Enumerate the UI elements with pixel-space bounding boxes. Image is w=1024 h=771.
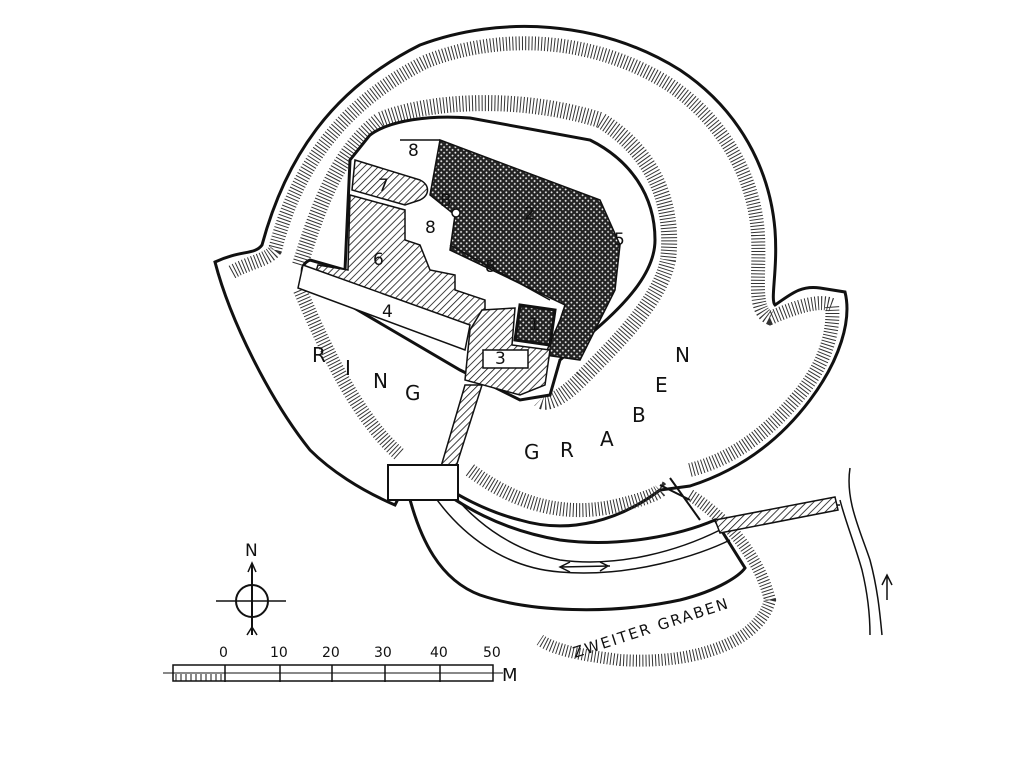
wall-4 xyxy=(297,264,471,352)
creek xyxy=(839,467,883,636)
ring-letter: G xyxy=(405,381,423,405)
compass-icon xyxy=(216,561,286,636)
right-bridge xyxy=(713,496,839,534)
inner-divider xyxy=(400,139,551,301)
scale-unit: M xyxy=(502,665,518,686)
ditch-inner-slope xyxy=(292,95,678,410)
graben-letter: B xyxy=(632,403,648,427)
label-8c: 8 xyxy=(485,257,496,277)
building-3 xyxy=(482,349,529,369)
graben-letter: E xyxy=(655,373,670,397)
label-b: B xyxy=(440,191,452,211)
label-4: 4 xyxy=(382,302,393,322)
ditch-lower-slope xyxy=(293,287,668,518)
ditch-edge xyxy=(659,477,701,521)
creek-arrow xyxy=(881,573,893,600)
scale-bar xyxy=(163,664,503,682)
label-2: 2 xyxy=(524,204,535,224)
scale-tick-10: 10 xyxy=(270,645,288,661)
label-5: 5 xyxy=(614,230,625,250)
well-icon xyxy=(451,208,461,218)
scale-tick-0: 0 xyxy=(219,645,228,661)
gate-tower xyxy=(387,464,459,501)
building-1 xyxy=(513,303,557,347)
ditch-right-slope xyxy=(536,489,777,667)
label-8b: 8 xyxy=(425,218,436,238)
graben-letter: R xyxy=(560,438,576,462)
ring-letter: N xyxy=(373,369,390,393)
graben-letter: N xyxy=(675,343,692,367)
label-8a: 8 xyxy=(408,141,419,161)
graben-letter: G xyxy=(524,440,542,464)
ring-ditch-slope xyxy=(228,36,840,477)
scale-tick-20: 20 xyxy=(322,645,340,661)
label-7: 7 xyxy=(378,176,389,196)
lower-outer-wall xyxy=(406,480,747,612)
building-7 xyxy=(351,159,429,206)
stream-bank xyxy=(429,489,731,574)
scale-tick-30: 30 xyxy=(374,645,392,661)
scale-tick-40: 40 xyxy=(430,645,448,661)
ring-letter: R xyxy=(312,343,328,367)
north-label: N xyxy=(245,541,258,561)
ring-letter: I xyxy=(345,356,353,380)
label-1: 1 xyxy=(529,315,540,335)
scale-tick-50: 50 xyxy=(483,645,501,661)
flow-arrow xyxy=(558,561,611,573)
graben-letter: A xyxy=(600,427,616,451)
label-6: 6 xyxy=(373,250,384,270)
label-3: 3 xyxy=(495,349,506,369)
